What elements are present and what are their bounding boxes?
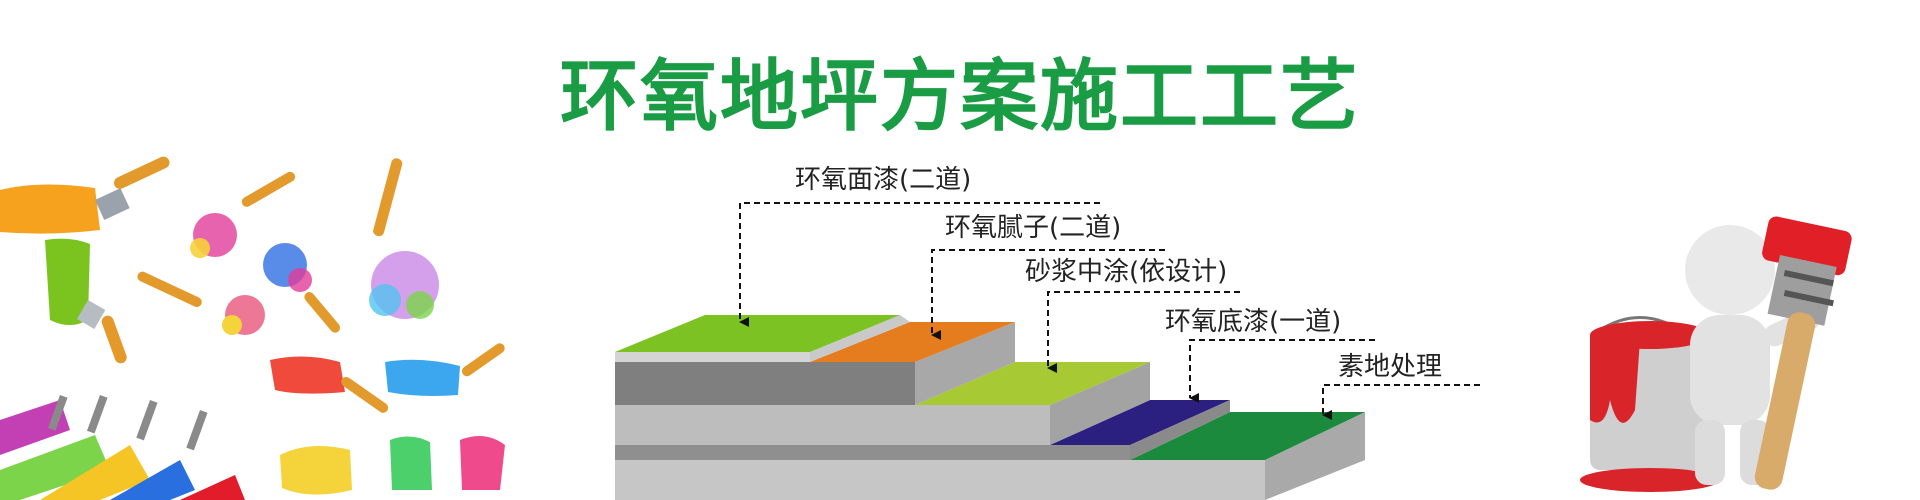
layer-mortar-top — [915, 362, 1150, 405]
label-substrate: 素地处理 — [1338, 352, 1442, 382]
mortar-side — [1050, 362, 1150, 445]
layer-top-coat-top — [615, 315, 900, 352]
layer-putty-top — [810, 322, 1015, 362]
putty-front — [615, 362, 915, 405]
base-slab-side — [1265, 412, 1365, 500]
leader-substrate — [1322, 384, 1480, 420]
putty-side — [915, 322, 1015, 405]
base-slab-front — [615, 460, 1265, 500]
leader-primer — [1189, 339, 1375, 403]
label-primer: 环氧底漆(一道) — [1165, 307, 1341, 337]
layer-primer-side — [1130, 400, 1230, 460]
base-slab-top-edge — [615, 445, 1130, 460]
painter-figure-illustration — [1580, 216, 1852, 492]
page-title: 环氧地坪方案施工工艺 — [559, 52, 1360, 142]
label-top-coat: 环氧面漆(二道) — [795, 165, 971, 195]
leader-top-coat — [739, 202, 1100, 327]
label-mortar: 砂浆中涂(依设计) — [1025, 257, 1227, 287]
leader-mortar — [1047, 291, 1240, 373]
mortar-front — [615, 405, 1050, 445]
topcoat-front — [615, 352, 810, 362]
layer-primer-top — [1050, 400, 1230, 445]
leader-putty — [931, 249, 1165, 340]
layer-base-top — [1130, 412, 1365, 460]
paint-brushes-illustration — [0, 156, 505, 500]
label-putty: 环氧腻子(二道) — [945, 213, 1121, 243]
topcoat-side — [810, 315, 910, 362]
